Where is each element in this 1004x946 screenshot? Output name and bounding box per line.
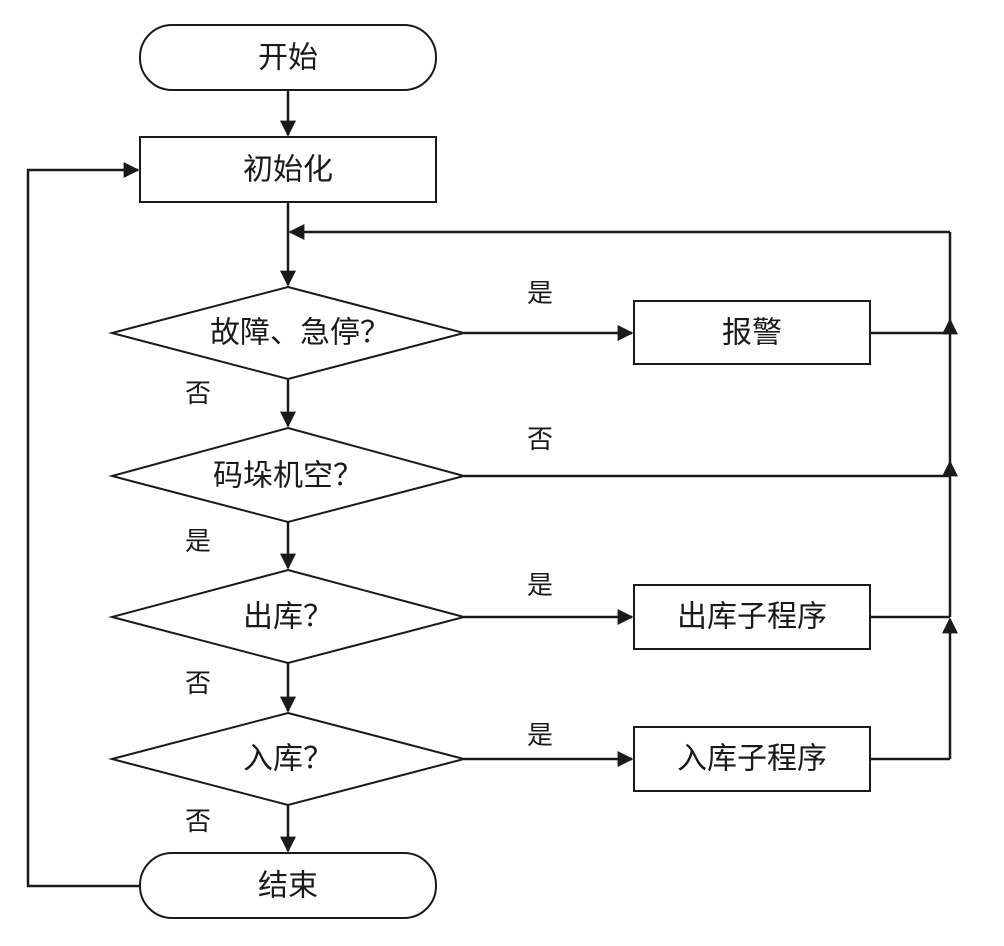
edge-label-fault-yes: 是 (527, 279, 553, 309)
edge-label-in-yes: 是 (527, 721, 553, 751)
inbound-decision-label: 入库？ (243, 742, 333, 777)
stacker-empty-label: 码垛机空？ (213, 459, 363, 494)
alarm-label: 报警 (722, 316, 782, 351)
edge-label-fault-no: 否 (185, 379, 211, 409)
edge-label-out-no: 否 (185, 669, 211, 699)
loop-end-to-init (26, 162, 140, 888)
end-terminal: 结束 (139, 852, 437, 919)
fault-decision-label: 故障、急停？ (210, 316, 390, 351)
alarm-process: 报警 (633, 300, 871, 365)
end-label: 结束 (258, 869, 318, 904)
init-process: 初始化 (139, 136, 437, 203)
start-terminal: 开始 (139, 24, 437, 91)
edge-label-out-yes: 是 (527, 571, 553, 601)
outbound-decision-label: 出库？ (243, 600, 333, 635)
edge-label-empty-yes: 是 (185, 527, 211, 557)
edge-label-empty-no: 否 (527, 425, 553, 455)
fault-decision: 故障、急停？ (108, 285, 468, 381)
inbound-subroutine: 入库子程序 (633, 726, 871, 792)
edge-label-in-no: 否 (185, 807, 211, 837)
stacker-empty-decision: 码垛机空？ (108, 426, 468, 524)
init-label: 初始化 (243, 153, 333, 188)
outbound-decision: 出库？ (108, 568, 468, 665)
outbound-subroutine: 出库子程序 (633, 584, 871, 650)
inbound-decision: 入库？ (108, 711, 468, 807)
outbound-subroutine-label: 出库子程序 (677, 600, 827, 635)
start-label: 开始 (258, 41, 318, 76)
inbound-subroutine-label: 入库子程序 (677, 742, 827, 777)
